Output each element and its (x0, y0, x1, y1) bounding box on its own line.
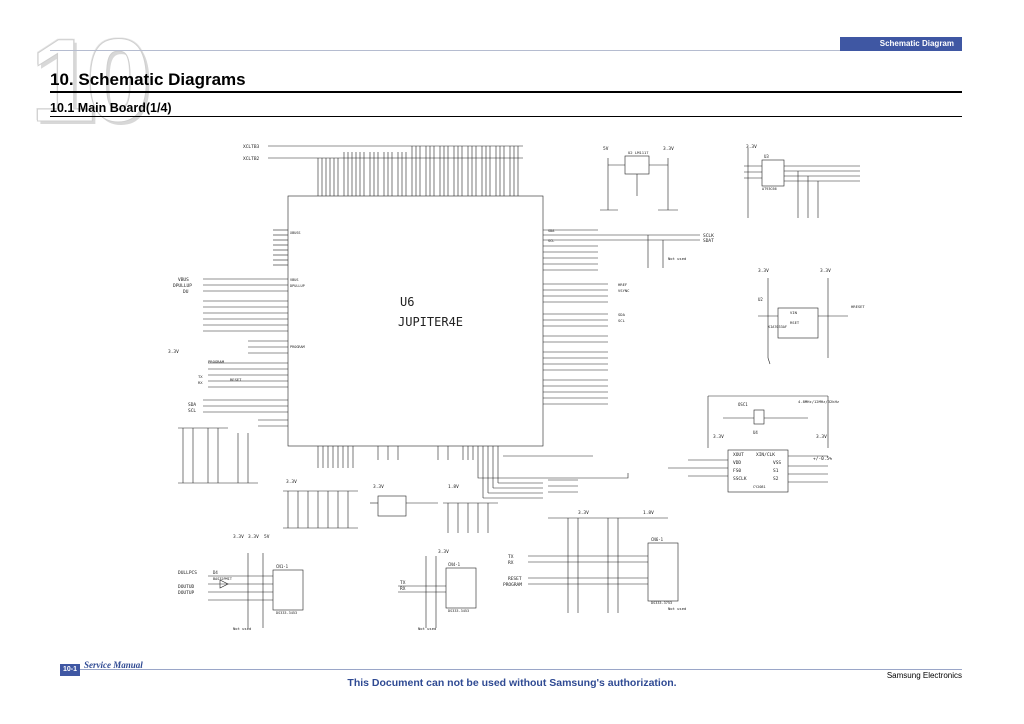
svg-text:SSCLK: SSCLK (733, 476, 747, 482)
svg-text:RESET: RESET (230, 377, 242, 382)
svg-text:3.3V: 3.3V (758, 268, 769, 274)
svg-text:1.8V: 1.8V (448, 484, 459, 490)
svg-text:TX: TX (508, 554, 514, 560)
svg-text:3.3V: 3.3V (820, 268, 831, 274)
svg-text:D4: D4 (213, 570, 218, 575)
svg-text:3.3V: 3.3V (713, 434, 724, 440)
svg-text:Not used: Not used (418, 626, 436, 631)
section-title: 10.1 Main Board(1/4) (50, 101, 172, 115)
svg-text:3.3V: 3.3V (438, 549, 449, 555)
service-manual-label: Service Manual (84, 660, 143, 670)
svg-text:VSYNC: VSYNC (618, 288, 629, 293)
svg-text:XCLTB2: XCLTB2 (243, 156, 260, 162)
svg-text:5V: 5V (264, 534, 270, 540)
svg-text:SCL: SCL (618, 318, 626, 323)
svg-text:U2 LM1117: U2 LM1117 (628, 150, 649, 155)
disclaimer: This Document can not be used without Sa… (347, 677, 677, 689)
svg-text:CN4-1: CN4-1 (448, 562, 461, 567)
svg-text:SCLK: SCLK (703, 233, 714, 239)
company-name: Samsung Electronics (886, 671, 962, 680)
svg-text:CN6-1: CN6-1 (651, 537, 664, 542)
svg-text:3.3V: 3.3V (248, 534, 259, 540)
svg-text:3.3V: 3.3V (746, 144, 757, 150)
svg-text:U4: U4 (753, 430, 758, 435)
chapter-number-watermark: 10 (29, 15, 151, 147)
svg-text:U2: U2 (758, 297, 763, 302)
svg-text:3.3V: 3.3V (168, 349, 179, 355)
svg-text:S2: S2 (773, 476, 779, 482)
svg-text:SDAT: SDAT (703, 238, 714, 244)
svg-text:PROGRAM: PROGRAM (290, 345, 305, 349)
svg-text:3.3V: 3.3V (816, 434, 827, 440)
svg-text:3.3V: 3.3V (578, 510, 589, 516)
svg-text:SDA: SDA (188, 402, 196, 408)
header-top-line (50, 50, 962, 51)
svg-text:DU: DU (183, 289, 189, 295)
svg-text:PROGRAM: PROGRAM (503, 582, 522, 588)
section-rule (50, 116, 962, 117)
main-ic-name: JUPITER4E (398, 315, 463, 329)
svg-text:RX: RX (198, 380, 203, 385)
svg-text:XIN/CLK: XIN/CLK (756, 452, 775, 458)
svg-text:DS333-3453: DS333-3453 (276, 611, 297, 615)
svg-text:VIN: VIN (790, 310, 798, 315)
svg-text:FS0: FS0 (733, 468, 741, 474)
svg-text:Not used: Not used (668, 606, 686, 611)
svg-text:RX: RX (508, 560, 514, 566)
svg-text:4.8MHz/12MHz/32kHz: 4.8MHz/12MHz/32kHz (798, 399, 839, 404)
svg-text:VDD: VDD (733, 460, 741, 466)
svg-text:S1: S1 (773, 468, 779, 474)
svg-text:SCL: SCL (548, 239, 554, 243)
svg-text:PROGRAM: PROGRAM (208, 359, 225, 364)
main-ic-ref: U6 (400, 295, 414, 309)
svg-text:CY2081: CY2081 (753, 485, 766, 489)
svg-text:DPULLUP: DPULLUP (173, 283, 192, 289)
svg-text:HRESET: HRESET (851, 304, 865, 309)
page-number: 10-1 (60, 664, 80, 676)
svg-text:OSC1: OSC1 (738, 402, 748, 407)
svg-text:KIA7033AF: KIA7033AF (768, 325, 787, 329)
svg-text:XBUSS: XBUSS (290, 231, 301, 235)
svg-text:XOUT: XOUT (733, 452, 744, 458)
svg-text:VBUS: VBUS (290, 278, 298, 282)
svg-text:5V: 5V (603, 146, 609, 152)
section-tab: Schematic Diagram (840, 37, 962, 51)
mem-ic-ref: U3 (764, 154, 769, 159)
svg-text:RESET: RESET (508, 576, 522, 582)
svg-text:3.3V: 3.3V (663, 146, 674, 152)
svg-text:RX: RX (400, 586, 406, 592)
svg-text:DOUTUP: DOUTUP (178, 590, 195, 596)
footer-rule (60, 669, 962, 670)
svg-text:TX: TX (400, 580, 406, 586)
svg-text:DS333-3753: DS333-3753 (651, 601, 672, 605)
svg-text:RSET: RSET (790, 320, 800, 325)
svg-text:HREF: HREF (618, 282, 628, 287)
svg-text:DS333-3453: DS333-3453 (448, 609, 469, 613)
schematic-diagram: XCLTB3 XCLTB2 5V 3.3V U2 LM1117 3.3V VBUS… (168, 144, 865, 631)
svg-text:VSS: VSS (773, 460, 781, 466)
svg-text:SDA: SDA (548, 229, 555, 233)
svg-text:3.3V: 3.3V (373, 484, 384, 490)
svg-text:XCLTB3: XCLTB3 (243, 144, 260, 150)
svg-text:VBUS: VBUS (178, 277, 189, 283)
svg-text:BAS32PMIT: BAS32PMIT (213, 577, 233, 581)
mem-ic-name: AT93C66 (762, 187, 777, 191)
svg-text:CN1-1: CN1-1 (276, 564, 289, 569)
title-rule (50, 91, 962, 93)
svg-text:Not used: Not used (668, 256, 686, 261)
svg-text:DOUTUD: DOUTUD (178, 584, 195, 590)
svg-text:SDA: SDA (618, 312, 626, 317)
svg-text:3.3V: 3.3V (233, 534, 244, 540)
chapter-title: 10. Schematic Diagrams (50, 70, 246, 89)
svg-text:SCL: SCL (188, 408, 196, 414)
svg-text:Not used: Not used (233, 626, 251, 631)
svg-text:DPULLUP: DPULLUP (290, 284, 305, 288)
svg-text:TX: TX (198, 374, 203, 379)
svg-text:+/-0.5%: +/-0.5% (813, 456, 832, 462)
svg-text:3.3V: 3.3V (286, 479, 297, 485)
svg-text:1.8V: 1.8V (643, 510, 654, 516)
svg-text:DULLPCS: DULLPCS (178, 570, 197, 576)
